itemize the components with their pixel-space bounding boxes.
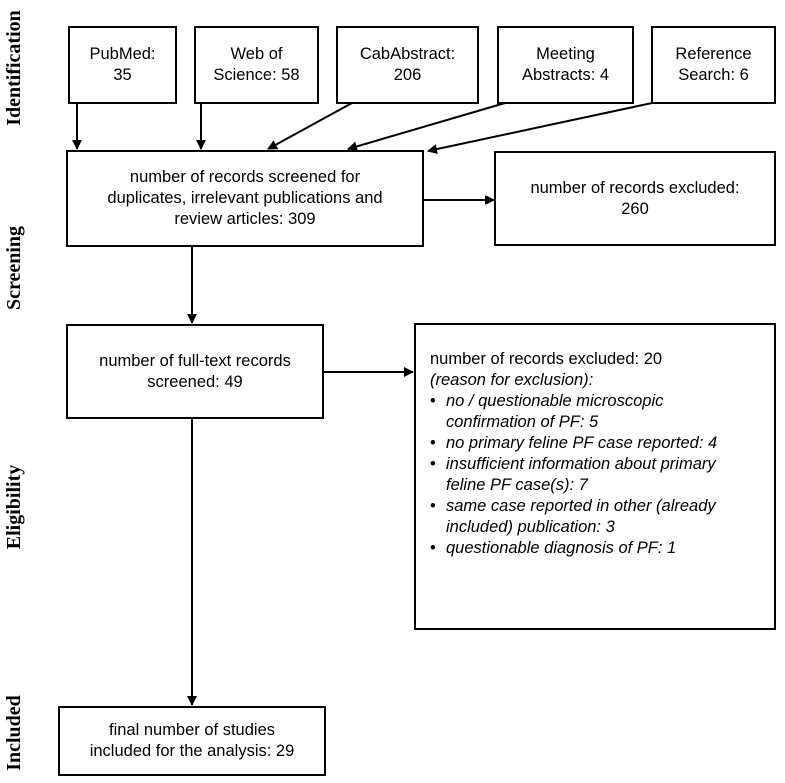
source-wos-line2: Science: 58 bbox=[213, 66, 300, 84]
exclusion-reason-text: same case reported in other (already bbox=[446, 497, 716, 515]
source-box-reference-search: Reference Search: 6 bbox=[651, 26, 776, 104]
arrow-cababstract bbox=[267, 102, 353, 150]
source-wos-line1: Web of bbox=[230, 45, 283, 63]
final-box: final number of studies included for the… bbox=[58, 706, 326, 776]
fulltext-line1: number of full-text records bbox=[99, 351, 291, 370]
screened-line2: duplicates, irrelevant publications and bbox=[107, 189, 383, 207]
excluded-screening-line2: 260 bbox=[621, 199, 649, 218]
excluded-screening-box: number of records excluded: 260 bbox=[494, 151, 776, 246]
source-cab-line2: 206 bbox=[393, 66, 422, 84]
exclusion-reason-text: insufficient information about primary bbox=[446, 455, 716, 473]
source-box-meeting-abstracts: Meeting Abstracts: 4 bbox=[497, 26, 634, 104]
exclusion-reason-item: same case reported in other (already inc… bbox=[430, 496, 766, 538]
exclusion-reason-text: questionable diagnosis of PF: 1 bbox=[446, 539, 677, 557]
screened-line3: review articles: 309 bbox=[174, 210, 316, 228]
source-pubmed-line2: 35 bbox=[113, 66, 132, 84]
source-reference-line2: Search: 6 bbox=[678, 66, 749, 84]
exclusion-reason-item: questionable diagnosis of PF: 1 bbox=[430, 538, 766, 559]
exclusion-reason-text: no / questionable microscopic bbox=[446, 392, 664, 410]
source-box-cababstract: CabAbstract: 206 bbox=[336, 26, 479, 104]
screened-line1: number of records screened for bbox=[129, 168, 361, 186]
source-cab-line1: CabAbstract: bbox=[359, 45, 456, 63]
excluded-eligibility-subtitle: (reason for exclusion): bbox=[430, 371, 594, 389]
final-line1: final number of studies bbox=[108, 721, 275, 739]
final-line2: included for the analysis: 29 bbox=[89, 742, 295, 760]
source-pubmed-line1: PubMed: bbox=[89, 45, 156, 63]
fulltext-box: number of full-text records screened: 49 bbox=[66, 324, 324, 419]
source-reference-line1: Reference bbox=[675, 45, 752, 63]
screened-box: number of records screened for duplicate… bbox=[66, 150, 424, 247]
excluded-screening-line1: number of records excluded: bbox=[530, 178, 740, 197]
exclusion-reason-text: confirmation of PF: 5 bbox=[446, 413, 599, 431]
arrow-reference bbox=[427, 102, 653, 155]
source-box-pubmed: PubMed: 35 bbox=[68, 26, 177, 104]
exclusion-reason-item: no / questionable microscopic confirmati… bbox=[430, 391, 766, 433]
fulltext-line2: screened: 49 bbox=[147, 372, 243, 391]
exclusion-reason-item: insufficient information about primary f… bbox=[430, 454, 766, 496]
exclusion-reason-text: no primary feline PF case reported: 4 bbox=[446, 434, 718, 452]
exclusion-reasons-list: no / questionable microscopic confirmati… bbox=[430, 391, 766, 559]
source-meeting-line2: Abstracts: 4 bbox=[521, 66, 610, 84]
exclusion-reason-item: no primary feline PF case reported: 4 bbox=[430, 433, 766, 454]
source-box-web-of-science: Web of Science: 58 bbox=[194, 26, 319, 104]
excluded-eligibility-title: number of records excluded: 20 bbox=[430, 350, 663, 368]
excluded-eligibility-box: number of records excluded: 20 (reason f… bbox=[414, 323, 776, 630]
exclusion-reason-text: included) publication: 3 bbox=[446, 518, 615, 536]
arrow-meeting bbox=[347, 102, 506, 152]
exclusion-reason-text: feline PF case(s): 7 bbox=[446, 476, 588, 494]
source-meeting-line1: Meeting bbox=[536, 45, 595, 63]
